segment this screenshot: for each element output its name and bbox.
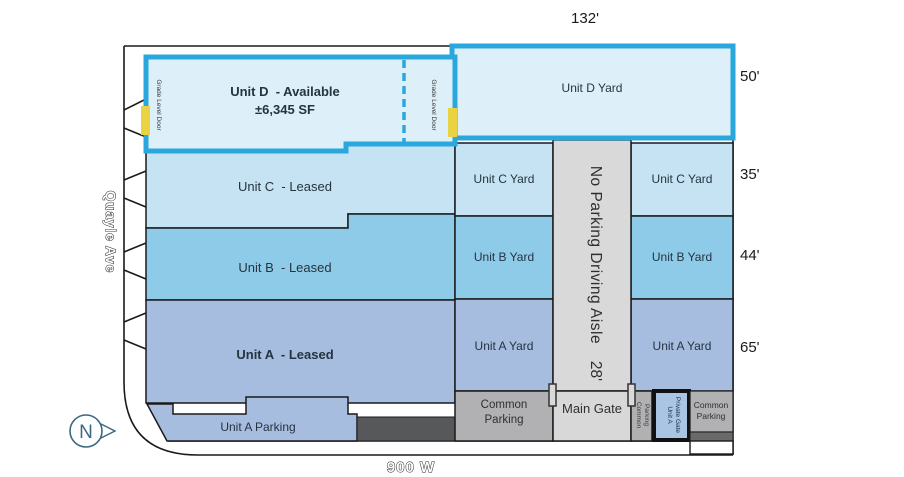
unit-a-label: Unit A - Leased [236, 347, 333, 362]
dark-strip-right [689, 431, 734, 442]
unit-a-parking-area [145, 396, 358, 442]
unit-c-yard-right [630, 142, 734, 217]
unit-a-parking-label: Unit A Parking [220, 420, 295, 434]
grade-level-door-left-label: Grade Level Door [155, 79, 162, 131]
dim-top-width: 132' [571, 10, 599, 27]
common-parking-right-line1: Common [694, 400, 729, 410]
corner-white-box [689, 440, 734, 455]
common-parking-strip-line2: Parking [643, 404, 650, 426]
unit-b-label: Unit B - Leased [238, 260, 331, 275]
grade-level-door-marker-left [141, 106, 150, 135]
unit-b-yard-left-label: Unit B Yard [474, 250, 534, 264]
unit-a-yard-right-label: Unit A Yard [653, 339, 712, 353]
unit-a-yard-left-label: Unit A Yard [475, 339, 534, 353]
unit-a-private-gate-line1: Unit A [666, 406, 673, 424]
aisle-label: No Parking Driving Aisle [587, 166, 604, 344]
north-arrow-label: N [79, 422, 93, 443]
north-arrow-pennant [100, 422, 117, 440]
main-gate-area [552, 390, 632, 442]
unit-a-yard-left [454, 298, 554, 392]
unit-a-area [145, 299, 456, 404]
common-parking-left-area [454, 390, 554, 442]
dark-utility-box [356, 416, 456, 442]
unit-c-yard-left-label: Unit C Yard [474, 172, 535, 186]
street-900-w: 900 W [387, 459, 435, 476]
common-parking-strip-line1: Common [635, 402, 642, 429]
grade-level-door-marker-right [448, 108, 457, 137]
north-arrow: N [69, 414, 117, 448]
unit-c-label: Unit C - Leased [238, 179, 332, 194]
driveway-notch-3 [123, 242, 147, 280]
grade-level-door-right-label: Grade Level Door [430, 79, 437, 131]
common-parking-right-line2: Parking [697, 411, 726, 421]
unit-d-area-label: ±6,345 SF [255, 102, 315, 117]
gate-post-right [627, 383, 636, 407]
unit-d-yard-area [449, 43, 736, 141]
unit-a-private-gate-area [652, 389, 691, 442]
driveway-notch-2 [123, 170, 147, 208]
dim-d-yard: 50' [740, 68, 760, 85]
unit-d-yard-label: Unit D Yard [562, 81, 623, 95]
unit-d-area [143, 54, 458, 154]
unit-d-label: Unit D - Available [230, 84, 340, 99]
aisle-width-label: 28' [587, 361, 604, 381]
unit-b-yard-right-label: Unit B Yard [652, 250, 712, 264]
unit-b-yard-right [630, 215, 734, 300]
north-arrow-circle [69, 414, 103, 448]
street-quayle-ave: Quayle Ave [103, 191, 118, 274]
main-gate-label: Main Gate [562, 401, 622, 416]
dim-a-yard: 65' [740, 339, 760, 356]
driving-aisle [552, 139, 632, 392]
unit-c-yard-left [454, 142, 554, 217]
unit-a-yard-right [630, 298, 734, 392]
unit-c-yard-right-label: Unit C Yard [652, 172, 713, 186]
common-parking-left-line1: Common [481, 399, 528, 411]
dim-b-yard: 44' [740, 247, 760, 264]
unit-a-private-gate-line2: Private Gate [674, 397, 681, 434]
driveway-notch-1 [123, 98, 147, 138]
driveway-notch-4 [123, 312, 147, 350]
curb-line-west-south [123, 46, 733, 456]
common-parking-left-line2: Parking [485, 414, 524, 426]
dim-c-yard: 35' [740, 166, 760, 183]
gate-post-left [548, 383, 557, 407]
unit-b-yard-left [454, 215, 554, 300]
